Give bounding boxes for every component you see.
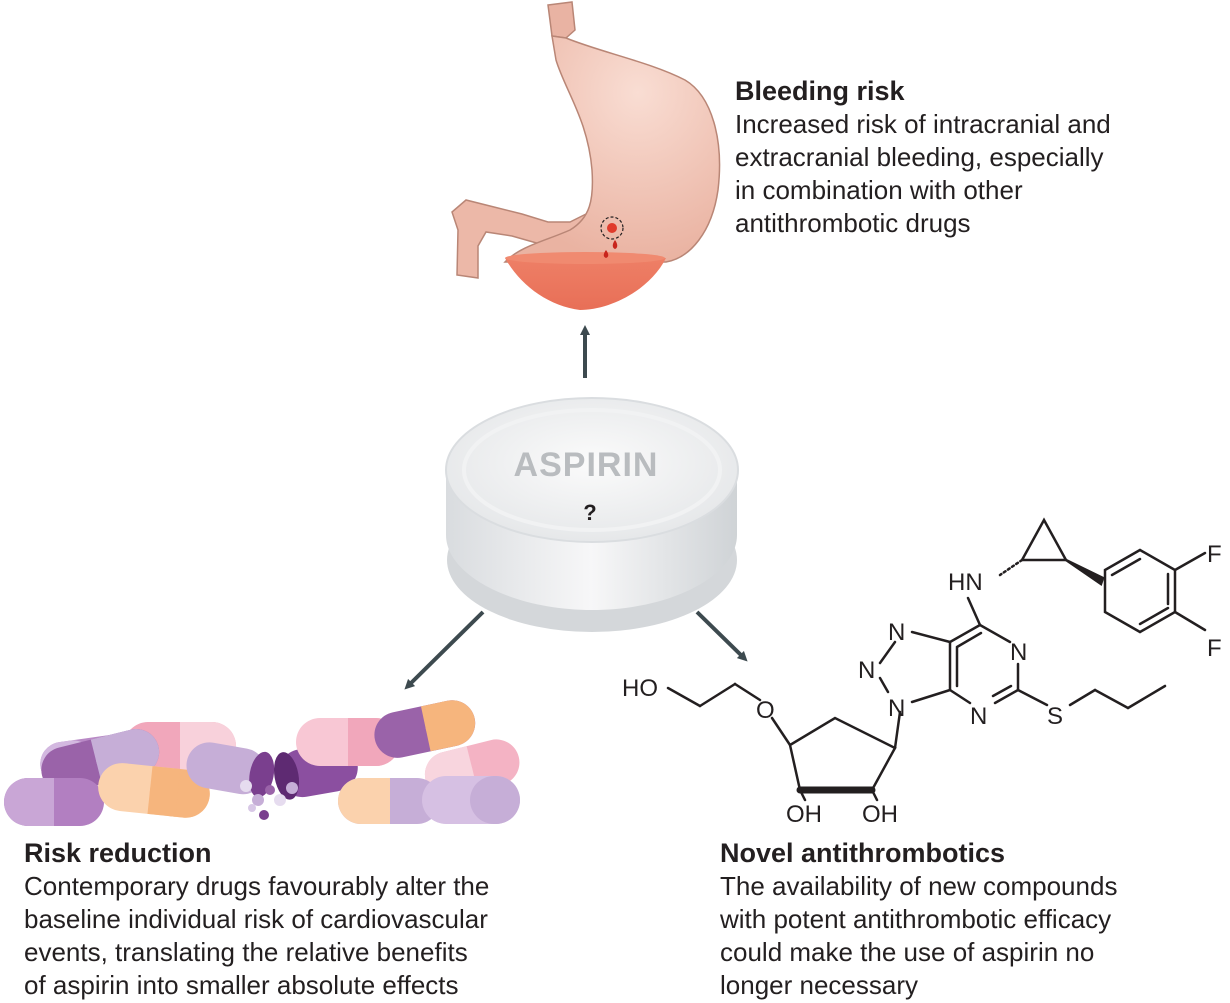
arrow-down-right bbox=[695, 610, 748, 662]
molecule-atom-labels: HN F F N N N N N S O HO OH OH bbox=[622, 541, 1222, 828]
stomach-illustration bbox=[451, 1, 721, 310]
novel-antithrombotics-line: The availability of new compounds bbox=[720, 871, 1118, 901]
novel-antithrombotics-line: could make the use of aspirin no bbox=[720, 937, 1095, 967]
risk-reduction-line: baseline individual risk of cardiovascul… bbox=[24, 904, 488, 934]
atom-oh-right: OH bbox=[862, 801, 898, 828]
aspirin-tablet: ASPIRIN ? bbox=[445, 397, 739, 632]
bleeding-risk-heading: Bleeding risk bbox=[735, 76, 905, 106]
atom-f-bottom: F bbox=[1207, 635, 1222, 662]
atom-s: S bbox=[1047, 703, 1063, 730]
bleeding-risk-block: Bleeding risk Increased risk of intracra… bbox=[735, 74, 1111, 240]
ticagrelor-molecule bbox=[666, 517, 1207, 802]
esophagus bbox=[547, 1, 576, 39]
atom-oh-left: OH bbox=[786, 801, 822, 828]
bleeding-risk-line: extracranial bleeding, especially bbox=[735, 142, 1104, 172]
atom-n1: N bbox=[888, 619, 905, 646]
atom-n4: N bbox=[1010, 639, 1027, 666]
atom-ho: HO bbox=[622, 675, 658, 702]
risk-reduction-line: of aspirin into smaller absolute effects bbox=[24, 970, 459, 1000]
risk-reduction-line: Contemporary drugs favourably alter the bbox=[24, 871, 490, 901]
capsule-pile bbox=[4, 700, 520, 826]
novel-antithrombotics-line: longer necessary bbox=[720, 970, 918, 1000]
pill-label: ASPIRIN bbox=[514, 446, 659, 484]
bleeding-risk-line: Increased risk of intracranial and bbox=[735, 109, 1111, 139]
blood-pool bbox=[505, 258, 666, 310]
capsule bbox=[338, 778, 440, 824]
bleeding-risk-line: in combination with other bbox=[735, 175, 1023, 205]
novel-antithrombotics-line: with potent antithrombotic efficacy bbox=[720, 904, 1112, 934]
arrows bbox=[404, 325, 748, 690]
atom-n2: N bbox=[858, 657, 875, 684]
blood-drop bbox=[612, 240, 618, 249]
atom-f-top: F bbox=[1207, 541, 1222, 568]
capsule bbox=[374, 700, 476, 758]
risk-reduction-heading: Risk reduction bbox=[24, 838, 212, 868]
novel-antithrombotics-heading: Novel antithrombotics bbox=[720, 838, 1006, 868]
pill-question-mark: ? bbox=[583, 500, 596, 525]
capsule bbox=[4, 778, 104, 826]
stomach-body bbox=[503, 35, 721, 263]
spilled-granules bbox=[240, 780, 298, 820]
risk-reduction-block: Risk reduction Contemporary drugs favour… bbox=[24, 836, 489, 1002]
atom-o: O bbox=[756, 697, 775, 724]
risk-reduction-line: events, translating the relative benefit… bbox=[24, 937, 468, 967]
arrow-down-left bbox=[404, 610, 485, 690]
capsule bbox=[422, 776, 520, 824]
atom-n5: N bbox=[970, 703, 987, 730]
bleeding-risk-line: antithrombotic drugs bbox=[735, 208, 971, 238]
atom-hn: HN bbox=[948, 569, 983, 596]
ulcer-marker bbox=[600, 216, 624, 240]
atom-n3: N bbox=[888, 695, 905, 722]
novel-antithrombotics-block: Novel antithrombotics The availability o… bbox=[720, 836, 1117, 1002]
